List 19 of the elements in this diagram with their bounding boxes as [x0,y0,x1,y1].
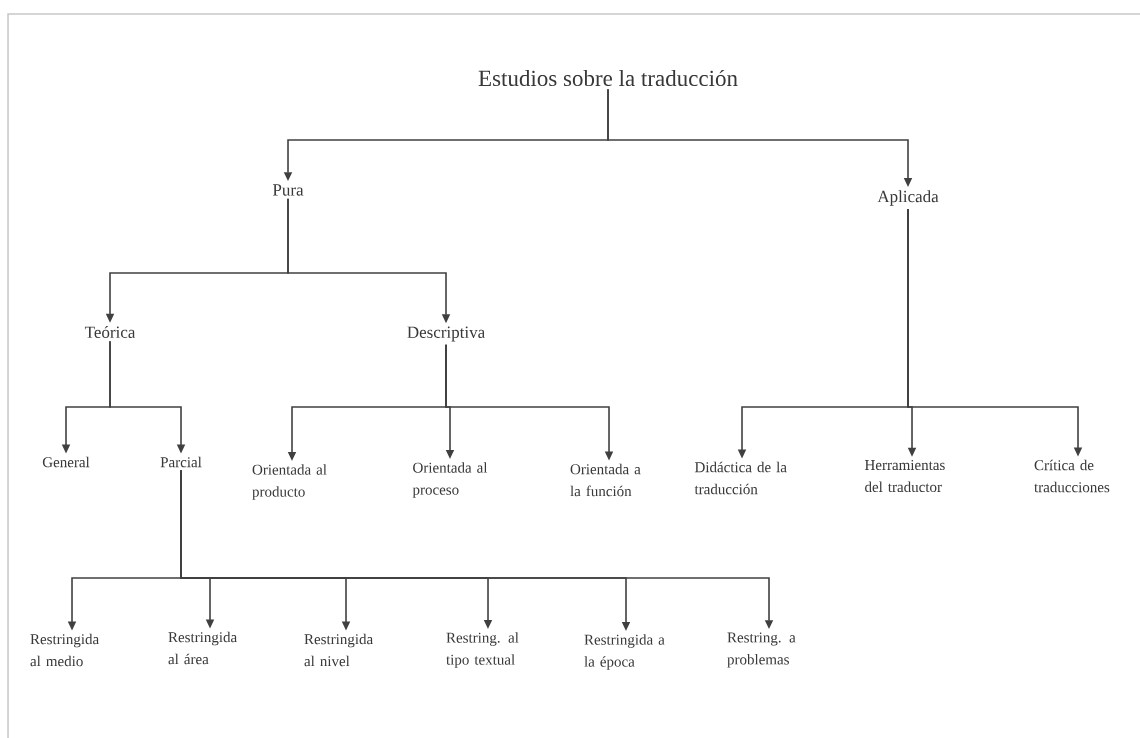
tree-label: Herramientas del traductor [864,459,945,493]
root-label: Estudios sobre la traducción [478,69,738,87]
tree-label: Restringida al nivel [304,633,373,667]
tree-label: Pura [272,184,304,196]
tree-label: Restringida al área [168,631,237,665]
tree-label: Aplicada [877,190,939,206]
tree-label: Orientada al producto [252,464,327,500]
tree-label: Descriptiva [407,326,485,342]
tree-label: Restring. a problemas [727,632,796,668]
tree-label: Teórica [84,326,136,338]
tree-label: Didáctica de la traducción [694,461,787,495]
tree-label: Restringida a la época [584,634,665,670]
tree-label: Restringida al medio [30,633,99,667]
tree-label: Orientada al proceso [412,462,488,498]
tree-label: Crítica de traducciones [1034,459,1110,493]
tree-label: Parcial [160,456,202,468]
tree-label: Orientada a la función [570,463,641,497]
tree-label: Restring. al tipo textual [446,632,519,668]
tree-label: General [42,456,90,468]
